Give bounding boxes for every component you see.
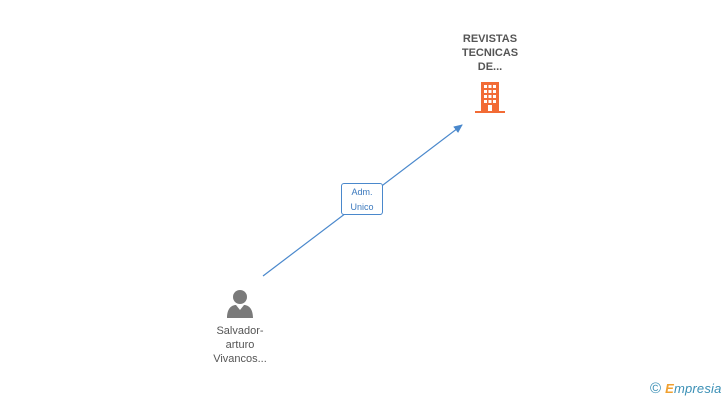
person-node[interactable]: Salvador- arturo Vivancos... <box>188 288 292 366</box>
brand-logo: Empresia <box>665 381 722 396</box>
company-node[interactable]: REVISTAS TECNICAS DE... <box>440 32 540 114</box>
relation-label: Adm. Unico <box>341 183 383 215</box>
building-icon <box>475 82 505 113</box>
company-name[interactable]: REVISTAS TECNICAS DE... <box>461 33 519 73</box>
empresia-watermark: © Empresia <box>650 378 722 398</box>
person-name[interactable]: Salvador- arturo Vivancos... <box>213 325 267 365</box>
brand-rest: mpresia <box>673 380 722 396</box>
copyright-icon: © <box>650 379 662 397</box>
brand-initial: E <box>665 380 674 396</box>
person-icon <box>227 290 253 318</box>
